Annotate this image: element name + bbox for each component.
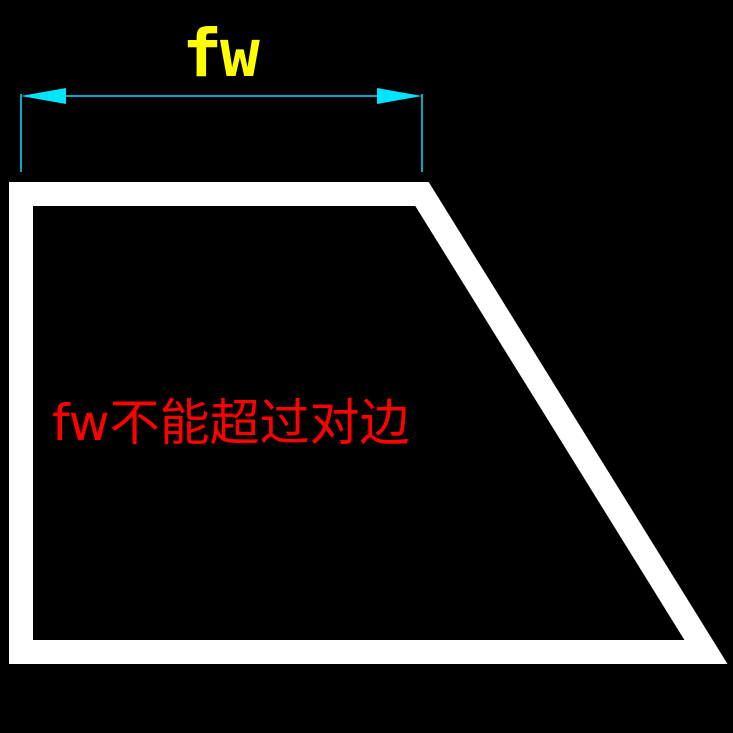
arrowhead-left	[21, 88, 66, 104]
arrowhead-right	[377, 88, 422, 104]
dimension-label: fw	[182, 15, 259, 92]
note-text: fw不能超过对边	[52, 394, 410, 452]
trapezoid-outline	[9, 182, 728, 664]
